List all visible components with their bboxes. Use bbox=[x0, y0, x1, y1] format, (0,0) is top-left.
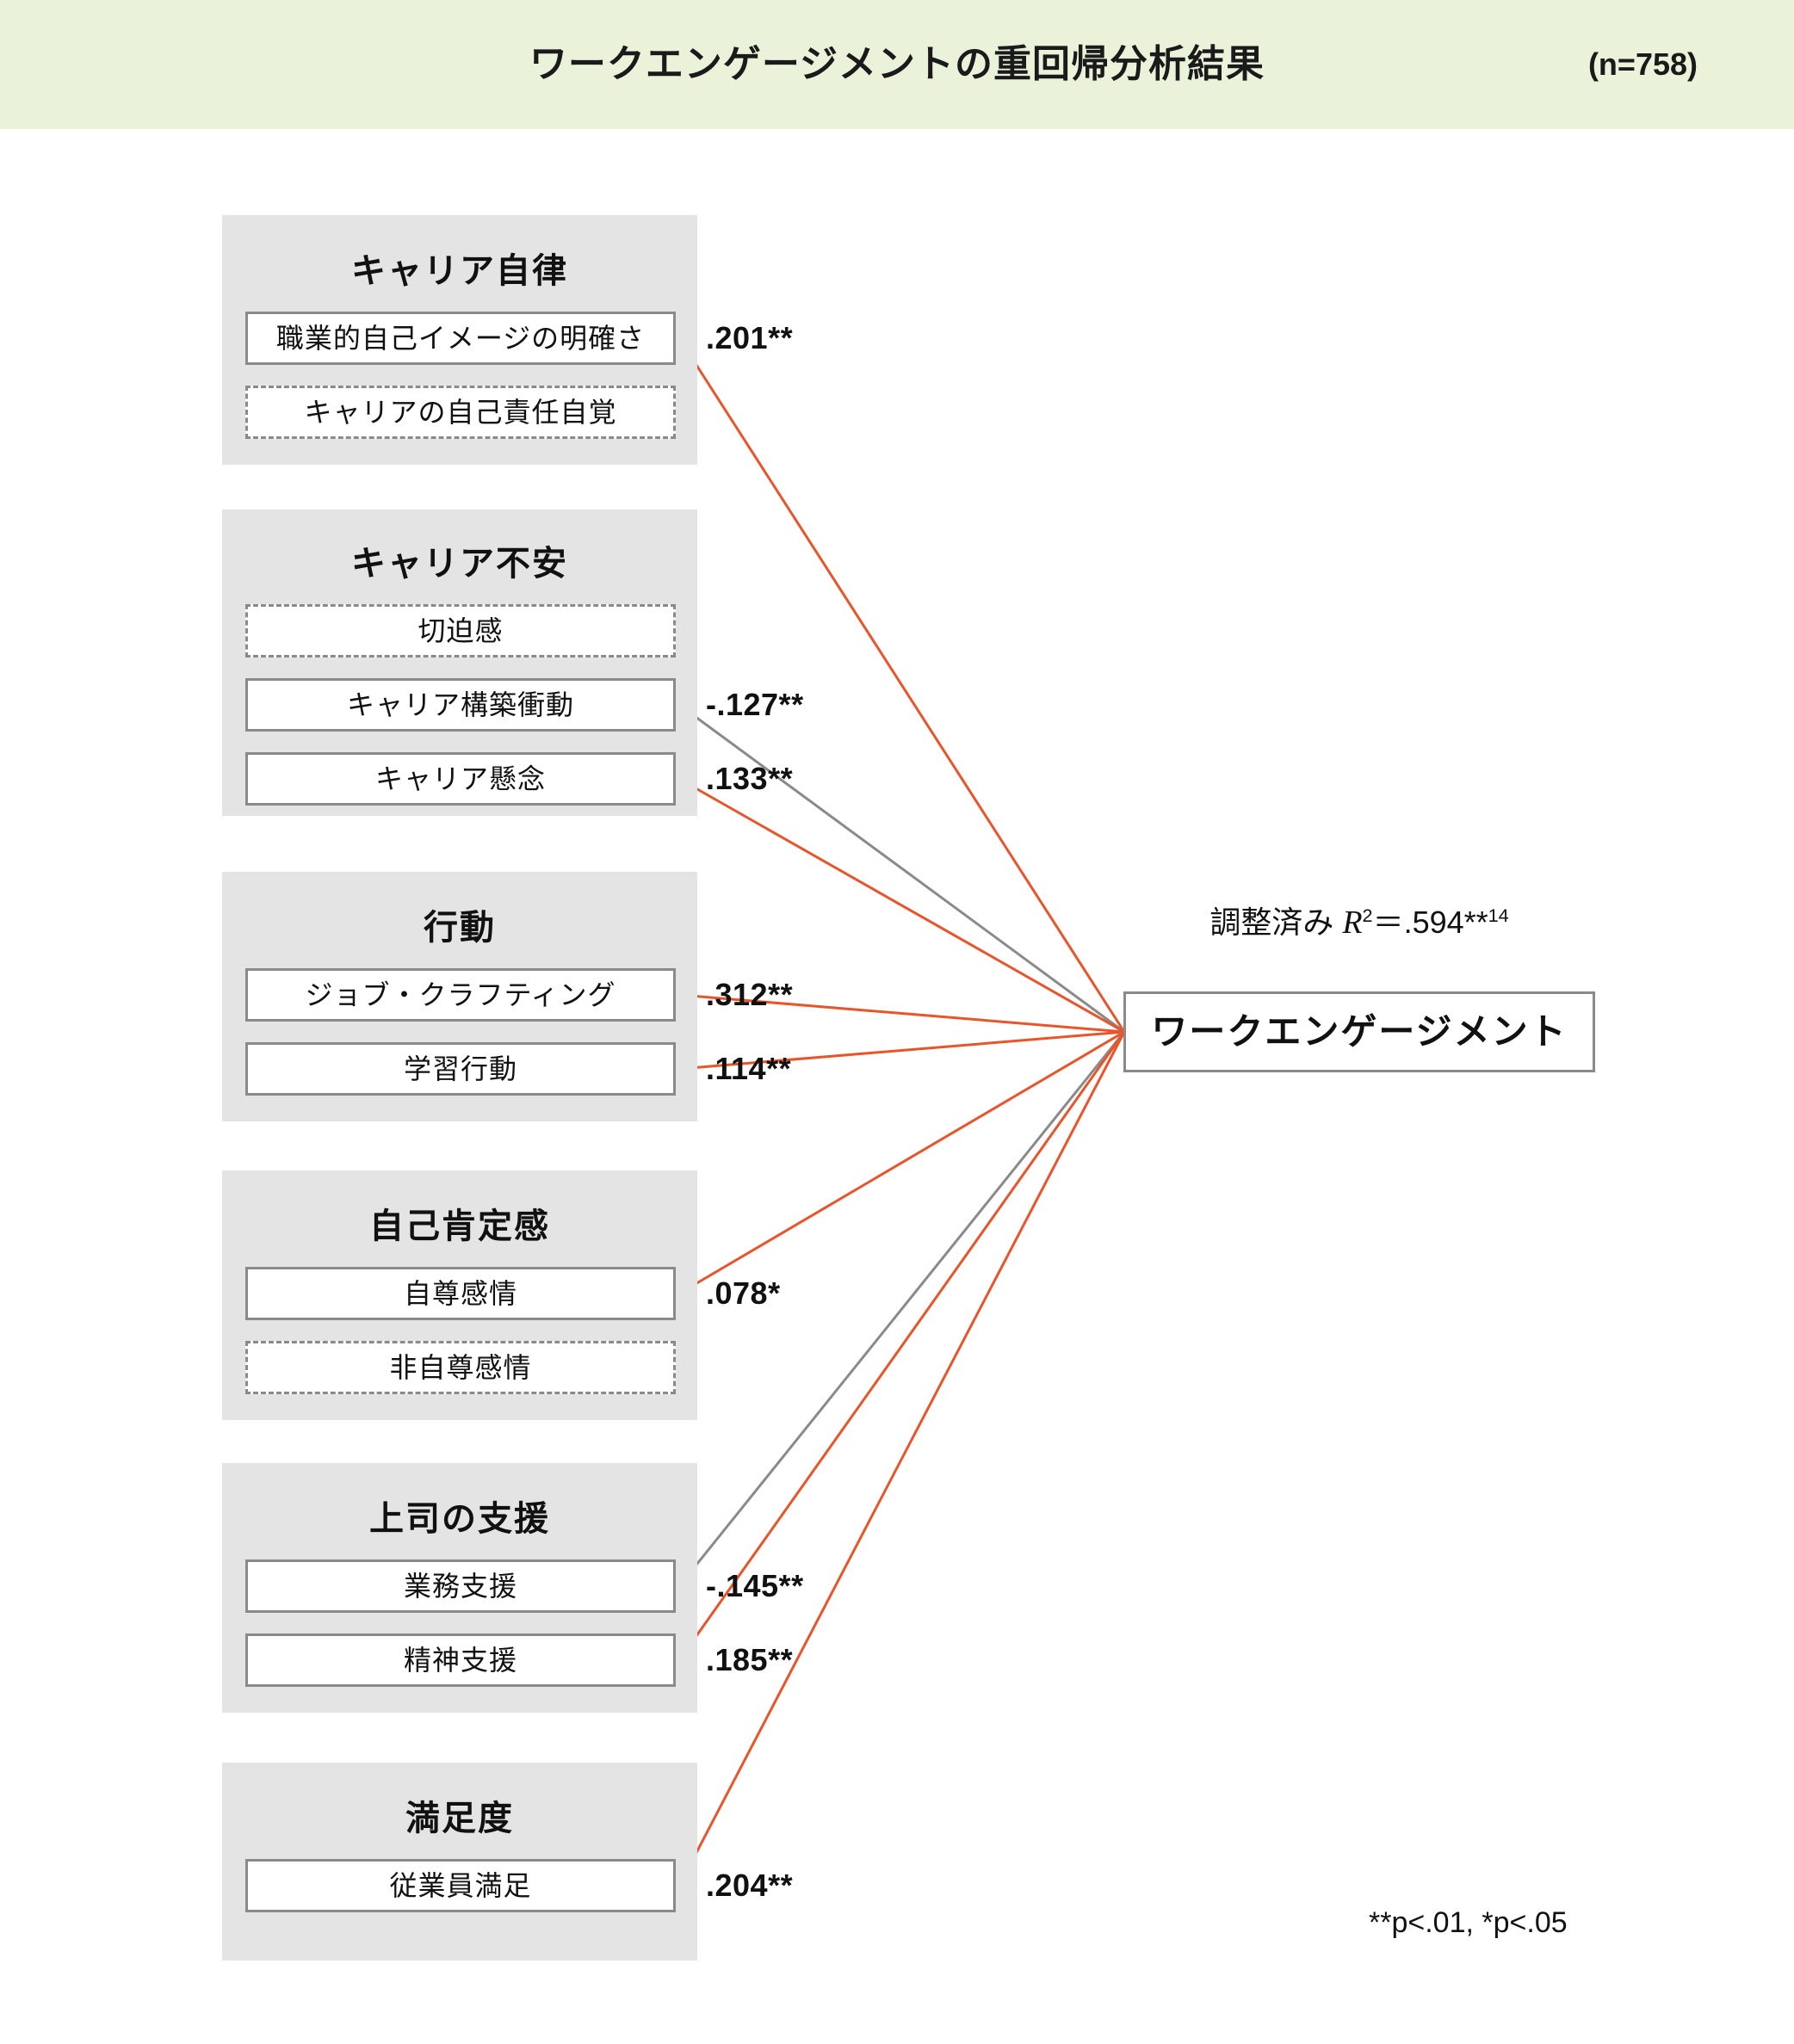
coefficient-label: .201** bbox=[706, 320, 794, 355]
group-title: 行動 bbox=[424, 909, 496, 947]
group-title: 上司の支援 bbox=[369, 1500, 550, 1538]
predictor-label: 学習行動 bbox=[403, 1053, 517, 1084]
coefficient-label: .204** bbox=[706, 1868, 794, 1903]
predictor-label: キャリアの自己責任自覚 bbox=[304, 397, 617, 428]
predictor-box[interactable]: キャリアの自己責任自覚 bbox=[245, 386, 676, 439]
predictor-box[interactable]: キャリア懸念 bbox=[245, 752, 676, 806]
outcome-box-work-engagement[interactable]: ワークエンゲージメント bbox=[1123, 991, 1595, 1072]
predictor-label: 職業的自己イメージの明確さ bbox=[275, 323, 646, 354]
coefficient-label: .078* bbox=[706, 1275, 781, 1311]
group-title: 満足度 bbox=[405, 1800, 514, 1837]
sample-size-label: (n=758) bbox=[1587, 46, 1698, 82]
predictor-label: ジョブ・クラフティング bbox=[305, 979, 616, 1010]
r2-symbol: R bbox=[1342, 905, 1363, 941]
predictor-box[interactable]: ジョブ・クラフティング bbox=[245, 968, 676, 1022]
predictor-label: キャリア構築衝動 bbox=[346, 689, 574, 720]
predictor-label: 非自尊感情 bbox=[389, 1352, 532, 1383]
predictor-label: 精神支援 bbox=[403, 1645, 517, 1676]
regression-path-line bbox=[677, 1031, 1126, 1661]
predictor-box[interactable]: 切迫感 bbox=[245, 604, 676, 658]
r2-exponent: 2 bbox=[1362, 905, 1373, 926]
group-title: キャリア自律 bbox=[351, 252, 568, 290]
predictor-box[interactable]: 業務支援 bbox=[245, 1559, 676, 1613]
predictor-label: キャリア懸念 bbox=[374, 763, 546, 794]
predictor-box[interactable]: キャリア構築衝動 bbox=[245, 678, 676, 732]
coefficient-label: .312** bbox=[706, 977, 794, 1012]
group-title: キャリア不安 bbox=[351, 545, 568, 583]
r2-prefix: 調整済み bbox=[1209, 905, 1343, 940]
predictor-box[interactable]: 学習行動 bbox=[245, 1042, 676, 1096]
r2-footnote-marker: 14 bbox=[1488, 905, 1509, 926]
coefficient-label: .114** bbox=[706, 1051, 792, 1086]
predictor-box[interactable]: 精神支援 bbox=[245, 1633, 676, 1687]
predictor-box[interactable]: 自尊感情 bbox=[245, 1267, 676, 1320]
coefficient-label: -.145** bbox=[706, 1568, 804, 1603]
predictor-label: 切迫感 bbox=[418, 615, 504, 646]
predictor-box[interactable]: 従業員満足 bbox=[245, 1859, 676, 1912]
header-bar: ワークエンゲージメントの重回帰分析結果 (n=758) bbox=[0, 0, 1794, 129]
regression-path-line bbox=[677, 1031, 1126, 1887]
page-title: ワークエンゲージメントの重回帰分析結果 bbox=[529, 43, 1265, 85]
predictor-label: 従業員満足 bbox=[389, 1870, 532, 1901]
coefficient-label: .185** bbox=[706, 1642, 794, 1677]
coefficient-label: -.127** bbox=[706, 687, 804, 722]
predictor-box[interactable]: 職業的自己イメージの明確さ bbox=[245, 312, 676, 365]
predictor-label: 自尊感情 bbox=[403, 1278, 517, 1309]
adjusted-r-squared-note: 調整済み R2＝.594**14 bbox=[1123, 898, 1595, 942]
r2-value: ＝.594** bbox=[1372, 905, 1488, 940]
predictor-label: 業務支援 bbox=[403, 1571, 517, 1602]
coefficient-label: .133** bbox=[706, 761, 794, 796]
predictor-box[interactable]: 非自尊感情 bbox=[245, 1341, 676, 1394]
regression-path-line bbox=[677, 337, 1126, 1033]
significance-footnote: **p<.01, *p<.05 bbox=[1369, 1906, 1568, 1939]
group-title: 自己肯定感 bbox=[369, 1207, 550, 1245]
